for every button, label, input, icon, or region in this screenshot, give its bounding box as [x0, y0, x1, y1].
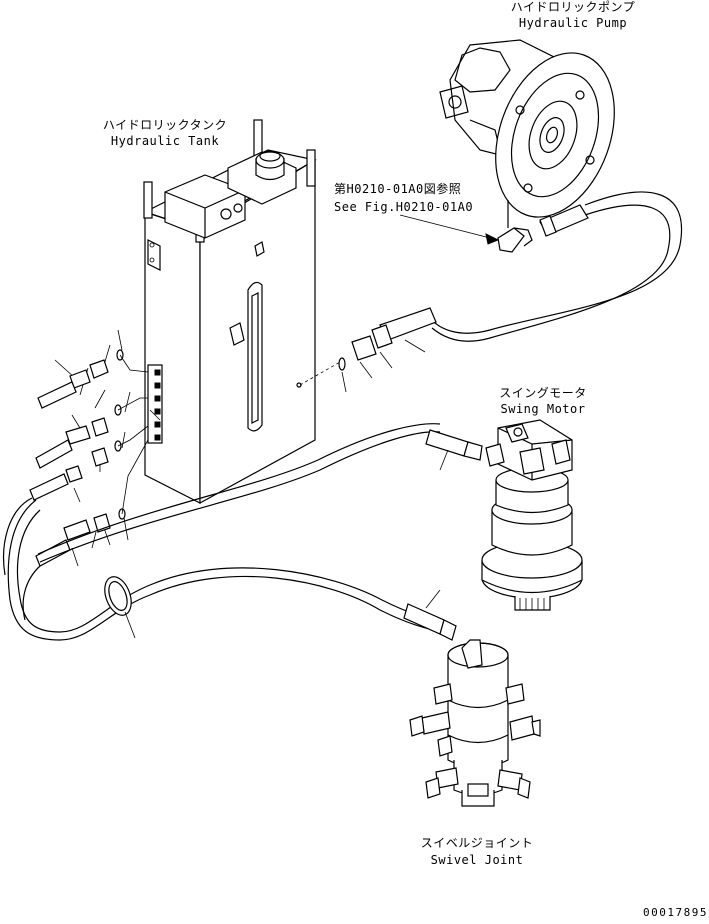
hydraulic-pump [439, 39, 615, 253]
part-number: 00017895 [643, 906, 708, 919]
reference-note-en: See Fig.H0210-01A0 [334, 200, 474, 214]
hydraulic-tank-label-ja: ハイドロリックタンク [102, 118, 228, 132]
swivel-joint-label-ja: スイベルジョイント [420, 836, 534, 850]
hose-lines [2, 191, 683, 641]
swivel-joint [409, 639, 541, 807]
hydraulic-pump-label-en: Hydraulic Pump [518, 16, 628, 30]
reference-note-ja: 第H0210-01A0図参照 [334, 182, 462, 196]
swing-motor-label-en: Swing Motor [500, 402, 586, 416]
hydraulic-tank [143, 119, 317, 505]
hydraulic-tank-label-en: Hydraulic Tank [110, 134, 220, 148]
hydraulic-pump-label-ja: ハイドロリックポンプ [510, 0, 636, 14]
tank-outlet-fittings [29, 329, 161, 567]
swivel-joint-label-en: Swivel Joint [430, 853, 524, 867]
swing-motor [481, 419, 583, 611]
swing-motor-label-ja: スイングモータ [499, 386, 587, 400]
